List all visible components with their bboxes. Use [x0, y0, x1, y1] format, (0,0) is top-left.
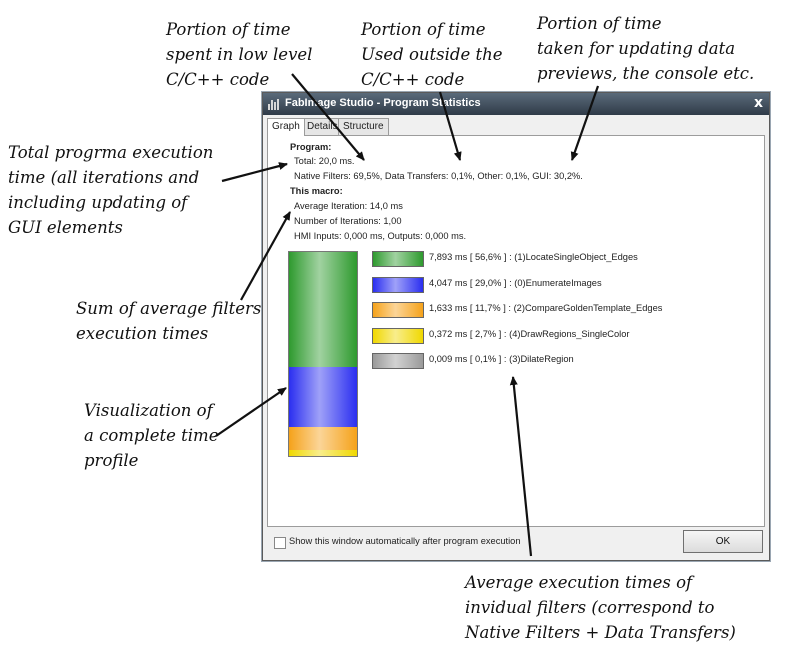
macro-heading: This macro: — [290, 186, 343, 196]
filter-color-swatch — [372, 276, 424, 293]
auto-show-checkbox-label: Show this window automatically after pro… — [289, 536, 521, 546]
filter-timing-label: 0,372 ms [ 2,7% ] : (4)DrawRegions_Singl… — [429, 328, 630, 339]
title-bar: FabImage Studio - Program Statistics x — [263, 93, 769, 115]
note-gui-time: Portion of time taken for updating data … — [537, 14, 755, 83]
graph-panel: Program: Total: 20,0 ms. Native Filters:… — [267, 135, 765, 527]
filter-timing-label: 0,009 ms [ 0,1% ] : (3)DilateRegion — [429, 354, 574, 364]
auto-show-checkbox[interactable] — [274, 537, 286, 549]
time-profile-segment — [289, 456, 357, 457]
filter-color-swatch — [372, 251, 424, 267]
time-profile-segment — [289, 252, 357, 368]
time-profile-stacked-bar — [288, 251, 358, 457]
tab-structure[interactable]: Structure — [338, 118, 389, 135]
program-breakdown: Native Filters: 69,5%, Data Transfers: 0… — [294, 171, 583, 181]
note-sum-filters: Sum of average filters' execution times — [76, 299, 266, 343]
filter-color-swatch — [372, 302, 424, 318]
filter-color-swatch — [372, 327, 424, 344]
note-average-times: Average execution times of invidual filt… — [465, 573, 736, 642]
program-statistics-window: FabImage Studio - Program Statistics x G… — [262, 92, 770, 561]
filter-timing-label: 7,893 ms [ 56,6% ] : (1)LocateSingleObje… — [429, 252, 638, 262]
time-profile-segment — [289, 450, 357, 456]
window-title: FabImage Studio - Program Statistics — [285, 97, 481, 109]
time-profile-segment — [289, 367, 357, 427]
note-visualization: Visualization of a complete time profile — [84, 401, 219, 470]
app-bar-chart-icon — [268, 99, 279, 110]
program-heading: Program: — [290, 142, 332, 152]
note-low-level-time: Portion of time spent in low level C/C++… — [166, 20, 313, 89]
tab-graph[interactable]: Graph — [267, 118, 305, 136]
macro-average-iteration: Average Iteration: 14,0 ms — [294, 201, 403, 211]
filter-color-swatch — [372, 353, 424, 369]
note-outside-time: Portion of time Used outside the C/C++ c… — [361, 20, 503, 89]
macro-iterations: Number of Iterations: 1,00 — [294, 216, 402, 226]
note-total-time: Total progrma execution time (all iterat… — [8, 143, 214, 237]
tab-details[interactable]: Details — [302, 118, 343, 135]
close-icon[interactable]: x — [753, 95, 763, 111]
filter-timing-label: 1,633 ms [ 11,7% ] : (2)CompareGoldenTem… — [429, 303, 663, 313]
program-total: Total: 20,0 ms. — [294, 156, 355, 166]
time-profile-segment — [289, 426, 357, 451]
filter-timing-label: 4,047 ms [ 29,0% ] : (0)EnumerateImages — [429, 277, 602, 288]
ok-button[interactable]: OK — [683, 530, 763, 553]
macro-hmi: HMI Inputs: 0,000 ms, Outputs: 0,000 ms. — [294, 231, 467, 241]
